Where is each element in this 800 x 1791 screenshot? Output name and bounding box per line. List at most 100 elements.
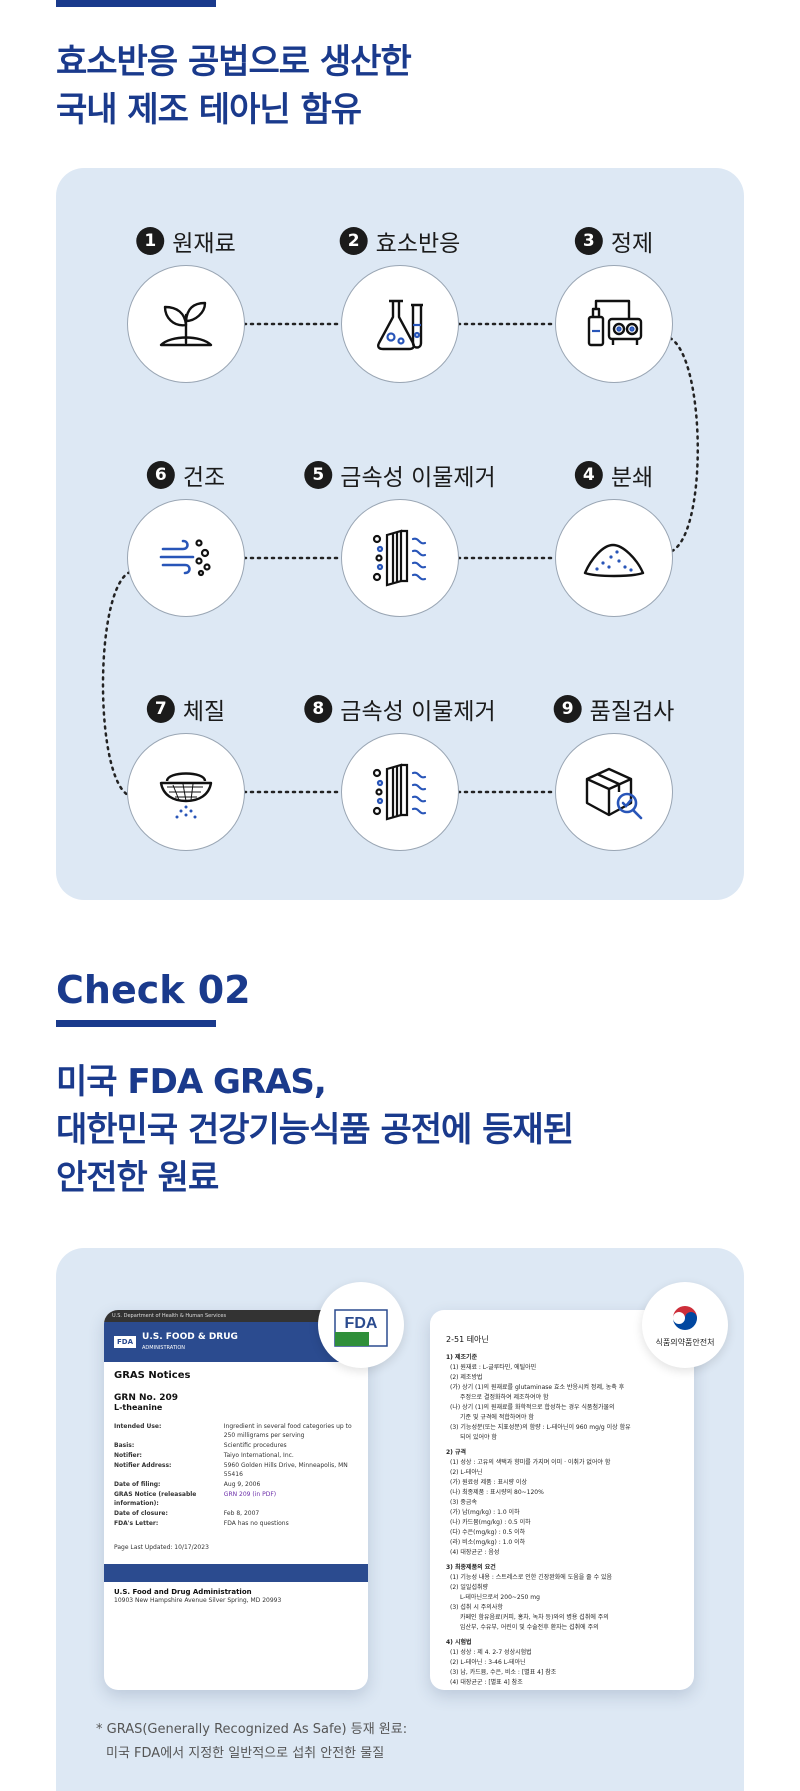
grn-field-label: GRAS Notice (releasable information): <box>114 1491 197 1507</box>
kr-doc-line: (2) L-테아닌 : 3-46 L-테아닌 <box>450 1659 526 1666</box>
fda-footer-bar <box>104 1564 368 1582</box>
grn-table-row: GRAS Notice (releasable information): GRN… <box>114 1490 358 1509</box>
grn-table-row: Intended Use: Ingredient in several food … <box>114 1422 358 1441</box>
taegeuk-icon <box>673 1305 697 1330</box>
check-underline <box>56 1020 216 1027</box>
kr-doc-line: (가) 상기 (1)의 원재료를 glutaminase 효소 반응시켜 정제,… <box>450 1384 625 1391</box>
step-6-circle <box>127 499 245 617</box>
grn-field-value: Scientific procedures <box>223 1442 287 1449</box>
fda-topline: U.S. Department of Health & Human Servic… <box>104 1310 368 1322</box>
kr-doc-line: 1) 제조기준 <box>446 1354 478 1361</box>
kr-doc-line: (다) 수은(mg/kg) : 0.5 이하 <box>450 1529 526 1536</box>
flask-icon <box>377 299 423 351</box>
kr-doc-line: (라) 비소(mg/kg) : 1.0 이하 <box>450 1539 526 1546</box>
grn-field-label: Basis: <box>114 1442 135 1449</box>
grn-field-value: Ingredient in several food categories up… <box>223 1423 352 1439</box>
magnetic-filter-icon <box>372 529 427 587</box>
grn-table-row: Notifier:Taiyo International, Inc. <box>114 1451 358 1461</box>
kr-doc-line: (3) 기능성분(또는 지표성분)의 함량 : L-테아닌이 960 mg/g … <box>450 1424 631 1431</box>
step-8-circle <box>341 733 459 851</box>
grn-table-row: Date of closure:Feb 8, 2007 <box>114 1509 358 1519</box>
grn-field-label: Intended Use: <box>114 1423 162 1430</box>
mfds-badge-text: 식품의약품안전처 <box>655 1337 715 1347</box>
kr-doc-line: 2) 규격 <box>446 1449 467 1456</box>
mfds-badge: 식품의약품안전처 <box>642 1282 728 1368</box>
process-connectors <box>101 322 699 798</box>
grn-table-row: Basis: Scientific procedures <box>114 1441 358 1451</box>
kr-doc-line: 임산부, 수유부, 어린이 및 수술전후 환자는 섭취에 주의 <box>460 1624 599 1631</box>
wind-dry-icon <box>159 539 211 577</box>
kr-doc-line: 되어 있어야 함 <box>460 1434 497 1441</box>
grn-field-value[interactable]: GRN 209 (in PDF) <box>223 1491 277 1498</box>
box-inspect-icon <box>585 767 643 820</box>
kr-doc-line: (나) 최종제품 : 표시량의 80~120% <box>450 1489 544 1496</box>
purifier-machine-icon <box>587 299 643 347</box>
kr-mfds-document: 2-51 테아닌 1) 제조기준 (1) 원재료 : L-글루타민, 에틸아민 (2… <box>430 1310 694 1690</box>
fda-logo-icon: FDA <box>114 1336 137 1348</box>
fda-gras-badge: FDA GRAS <box>318 1282 404 1368</box>
kr-doc-line: 기준 및 규격에 적합하여야 함 <box>460 1414 534 1421</box>
kr-doc-line: (2) L-테아닌 <box>450 1469 483 1476</box>
grn-substance: L-theanine <box>114 1403 163 1412</box>
kr-doc-line: (가) 납(mg/kg) : 1.0 이하 <box>450 1509 520 1516</box>
kr-doc-line: 주정으로 결정화하여 제조하여야 함 <box>460 1394 549 1401</box>
grn-field-value: Feb 8, 2007 <box>223 1510 260 1517</box>
grn-field-value: FDA has no questions <box>223 1520 289 1527</box>
grn-field-label: FDA's Letter: <box>114 1520 159 1527</box>
fda-agency: U.S. FOOD & DRUG <box>142 1331 238 1342</box>
step-3-circle <box>555 265 673 383</box>
kr-doc-line: 4) 시험법 <box>446 1639 472 1646</box>
step-7-circle <box>127 733 245 851</box>
page-updated: Page Last Updated: 10/17/2023 <box>114 1544 209 1551</box>
kr-doc-line: (3) 납, 카드뮴, 수은, 비소 : [별표 4] 참조 <box>450 1669 557 1676</box>
fda-footer-address: 10903 New Hampshire Avenue Silver Spring… <box>114 1597 282 1604</box>
grn-number: GRN No. 209 <box>114 1393 179 1403</box>
kr-doc-line: (4) 대장균군 : 음성 <box>450 1549 500 1556</box>
grn-field-label: Notifier Address: <box>114 1462 172 1469</box>
magnetic-filter-icon <box>372 763 427 821</box>
kr-doc-line: (1) 성상 : 제 4. 2-7 성상시험법 <box>450 1649 532 1656</box>
kr-doc-line: L-테아닌으로서 200~250 mg <box>460 1594 540 1601</box>
kr-doc-line: (2) 일일섭취량 <box>450 1584 489 1591</box>
kr-doc-heading: 2-51 테아닌 <box>446 1335 489 1344</box>
kr-doc-line: 카페인 함유음료(커피, 홍차, 녹차 등)와의 병용 섭취에 주의 <box>460 1614 609 1621</box>
kr-doc-line: (나) 카드뮴(mg/kg) : 0.5 이하 <box>450 1519 531 1526</box>
grn-table-row: FDA's Letter: FDA has no questions <box>114 1519 358 1529</box>
grn-table: Intended Use: Ingredient in several food … <box>114 1422 358 1529</box>
sprout-icon <box>159 301 213 347</box>
grn-field-label: Date of filing: <box>114 1481 161 1488</box>
grn-table-row: Date of filing: Aug 9, 2006 <box>114 1480 358 1490</box>
kr-doc-line: (4) 대장균군 : [별표 4] 참조 <box>450 1679 523 1686</box>
fda-agency-sub: ADMINISTRATION <box>142 1344 186 1351</box>
sieve-icon <box>159 772 213 819</box>
fda-footer-org: U.S. Food and Drug Administration <box>114 1588 252 1596</box>
kr-doc-line: (2) 제조방법 <box>450 1374 483 1381</box>
gras-footnote-line1: * GRAS(Generally Recognized As Safe) 등재 … <box>96 1722 408 1737</box>
svg-text:FDA: FDA <box>345 1315 378 1332</box>
kr-doc-line: (1) 성상 : 고유의 색택과 향미를 가지며 이미 · 이취가 없어야 함 <box>450 1459 611 1466</box>
kr-doc-line: (가) 원료성 제품 : 표시량 이상 <box>450 1479 527 1486</box>
kr-doc-line: (3) 섭취 시 주의사항 <box>450 1604 503 1611</box>
kr-doc-line: (1) 기능성 내용 : 스트레스로 인한 긴장완화에 도움을 줄 수 있음 <box>450 1574 613 1581</box>
kr-doc-line: 3) 최종제품의 요건 <box>446 1564 496 1571</box>
step-1-circle <box>127 265 245 383</box>
grn-table-row: Notifier Address: 5960 Golden Hills Drive… <box>114 1461 358 1480</box>
grn-field-value: Aug 9, 2006 <box>223 1481 261 1488</box>
kr-doc-line: (3) 중금속 <box>450 1499 477 1506</box>
top-accent-bar <box>56 0 216 7</box>
gras-footnote: * GRAS(Generally Recognized As Safe) 등재 … <box>96 1718 407 1766</box>
kr-doc-line: (1) 원재료 : L-글루타민, 에틸아민 <box>450 1364 537 1371</box>
grn-field-label: Notifier: <box>114 1452 142 1459</box>
kr-doc-line: (나) 상기 (1)의 원재료를 화학적으로 합성하는 경우 식품첨가물의 <box>450 1404 615 1411</box>
grn-field-value: 5960 Golden Hills Drive, Minneapolis, MN… <box>223 1462 348 1478</box>
check-02-label: Check 02 <box>56 968 251 1012</box>
